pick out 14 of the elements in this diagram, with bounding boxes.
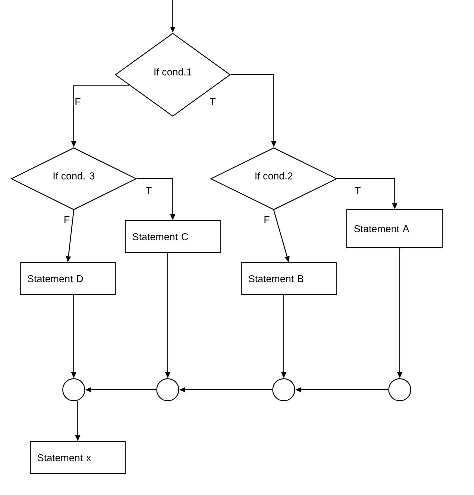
connector-circle — [62, 378, 86, 402]
process-box: Statement B — [241, 262, 337, 296]
process-box: Statement x — [30, 442, 126, 474]
process-box: Statement A — [346, 210, 444, 248]
edge-label: F — [62, 216, 72, 224]
process-box: Statement D — [20, 262, 116, 296]
edge-label: T — [208, 98, 218, 106]
connector-circle — [388, 378, 412, 402]
connector-circle — [156, 378, 180, 402]
edge-label: T — [144, 186, 154, 196]
connector-circle — [272, 378, 296, 402]
edge-label: T — [354, 186, 362, 196]
process-box: Statement C — [125, 220, 221, 254]
edge-label: F — [262, 216, 272, 224]
